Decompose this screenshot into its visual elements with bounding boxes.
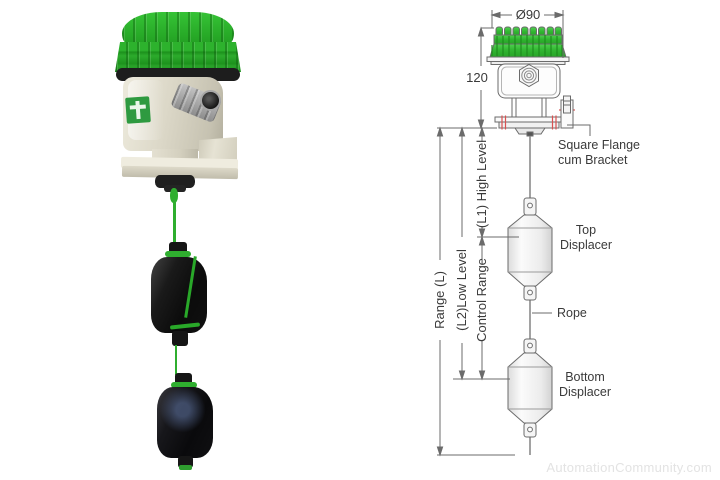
bottom-displacer-label: Bottom Displacer <box>559 370 611 399</box>
cap-lip-outer <box>486 56 570 62</box>
photo-hub-disc <box>155 175 195 188</box>
flange-body <box>498 121 560 129</box>
neck-lines <box>511 98 547 117</box>
photo-green-cap-band <box>115 42 241 72</box>
svg-text:Top: Top <box>576 223 596 237</box>
svg-text:cum Bracket: cum Bracket <box>558 153 628 167</box>
svg-text:Displacer: Displacer <box>560 238 612 252</box>
svg-text:Displacer: Displacer <box>559 385 611 399</box>
photo-rope-wrap-bottom <box>171 382 197 388</box>
dim-low-level-label: (L2)Low Level <box>454 249 469 331</box>
hub <box>514 127 546 135</box>
photo-cable-gland-hole <box>200 90 221 111</box>
photo-top-displacer-lower-cap <box>172 331 188 346</box>
photo-top-displacer <box>151 257 207 333</box>
leader-flange-label <box>567 124 591 136</box>
cap-ribs <box>491 35 563 57</box>
flange-label: Square Flange cum Bracket <box>558 138 640 167</box>
dim-control-range-label: Control Range <box>474 258 489 342</box>
top-displacer-label: Top Displacer <box>560 223 612 252</box>
dimension-lines <box>436 10 591 457</box>
photo-rope-wrap-top <box>165 251 191 257</box>
svg-text:Bottom: Bottom <box>565 370 605 384</box>
bracket-outline <box>560 95 574 129</box>
product-photo <box>115 12 241 470</box>
dim-height-label: 120 <box>466 70 488 85</box>
switch-head-drawing <box>486 26 575 455</box>
watermark: AutomationCommunity.com <box>546 460 712 475</box>
cap-upper-band <box>493 34 563 45</box>
dim-high-level-label: (L1) High Level <box>474 140 489 228</box>
dim-range-label: Range (L) <box>432 271 447 329</box>
top-displacer-drawing <box>507 197 553 301</box>
rope-anchor <box>526 131 534 137</box>
hex-nut <box>519 63 539 88</box>
photo-bottom-displacer <box>157 387 213 458</box>
cap-lower-band <box>489 43 567 58</box>
photo-rope-tip <box>179 465 192 470</box>
svg-text:Square Flange: Square Flange <box>558 138 640 152</box>
dim-diameter-label: Ø90 <box>516 7 541 22</box>
bottom-displacer-drawing <box>507 338 553 438</box>
photo-green-cap-top <box>122 12 234 44</box>
photo-rope-middle <box>175 345 177 375</box>
photo-rope-upper <box>173 190 176 245</box>
rope-label: Rope <box>557 306 587 320</box>
dim-diameter-extensions <box>491 10 564 58</box>
